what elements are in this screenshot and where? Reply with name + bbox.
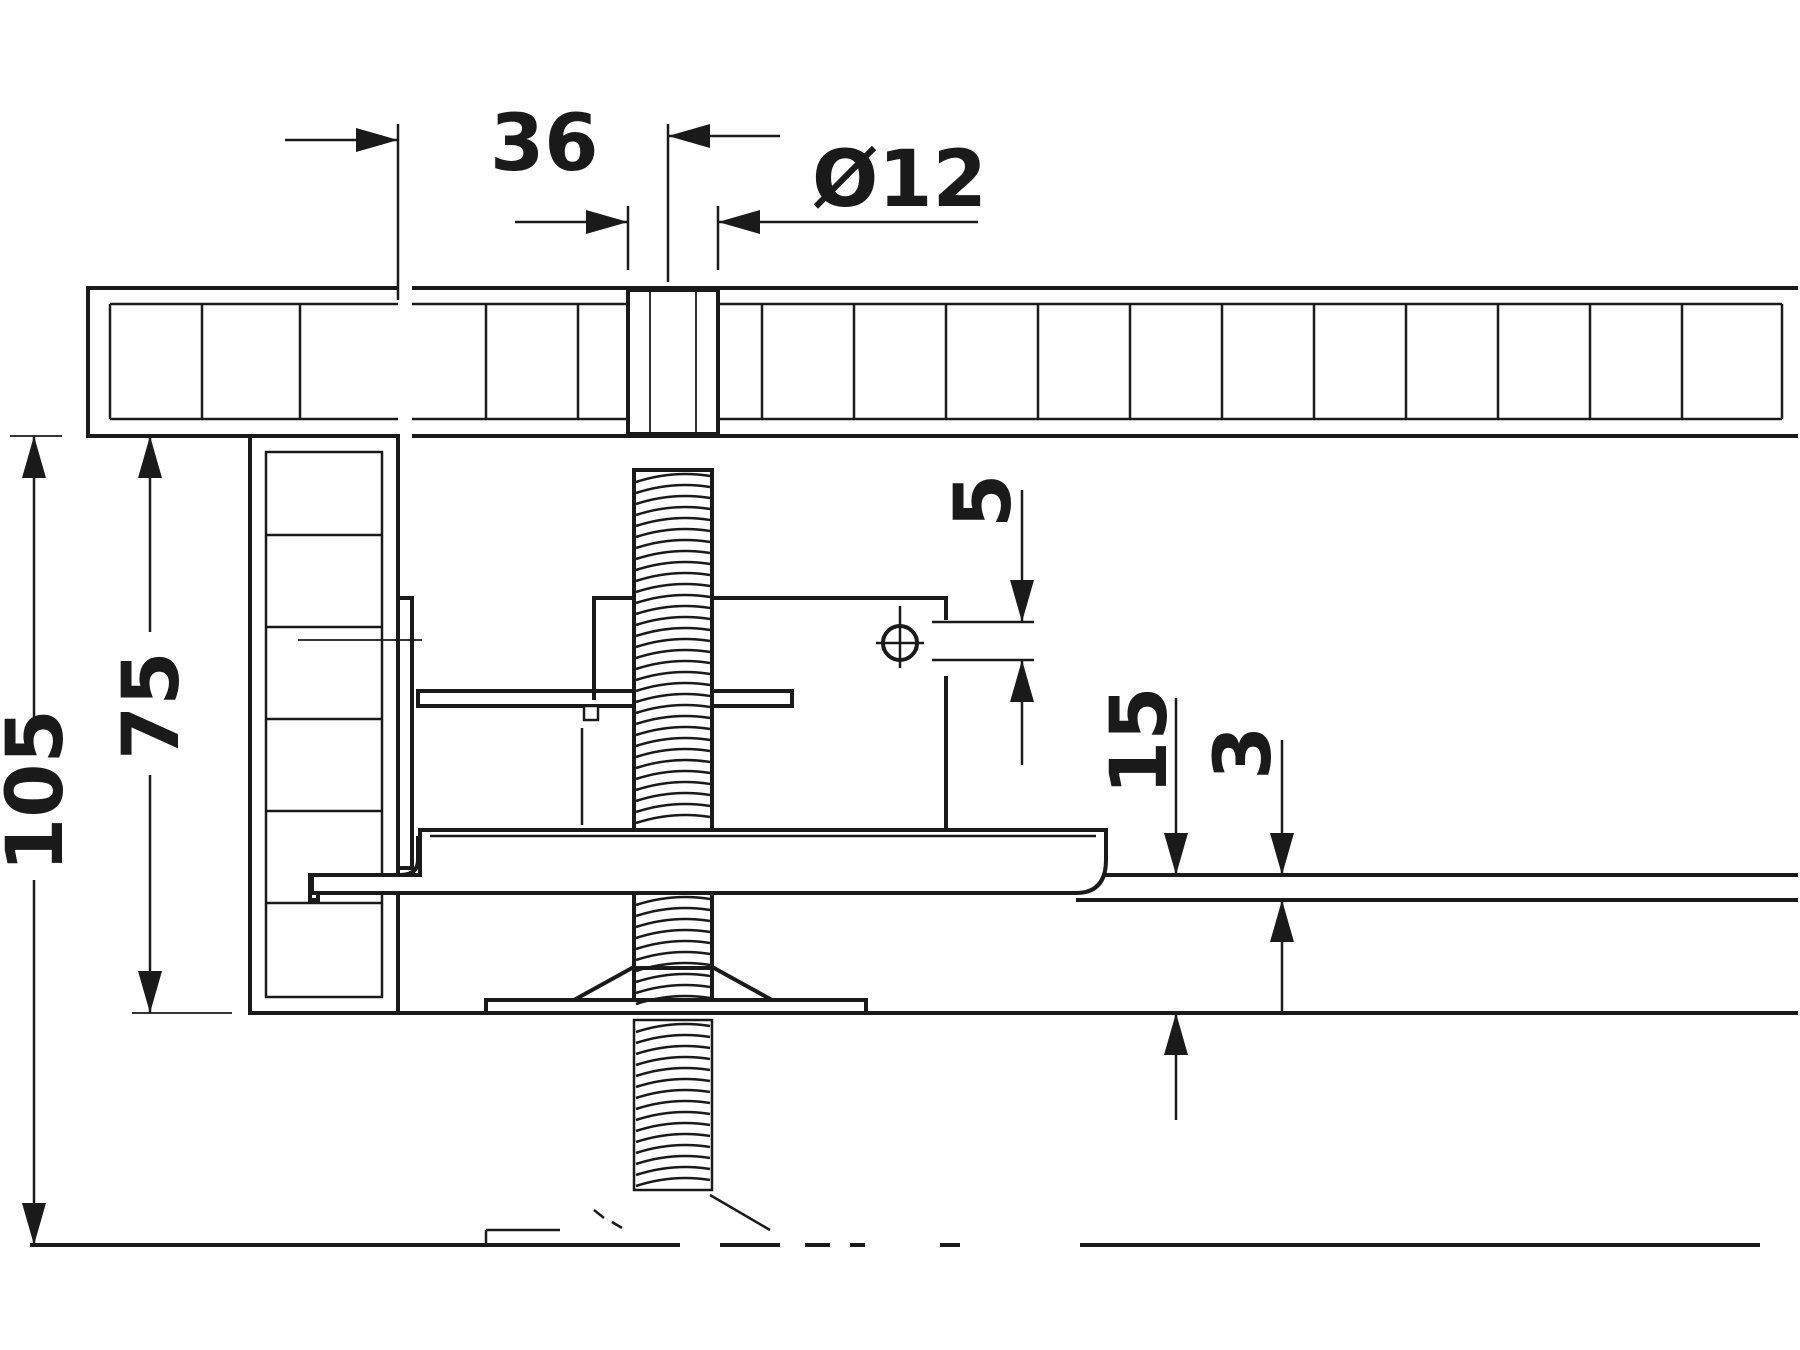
- dimension-36: [285, 124, 780, 300]
- thread-line: [635, 1099, 711, 1111]
- thread-line: [635, 1033, 711, 1045]
- dimension-label-5: 5: [939, 474, 1029, 528]
- thread-line: [635, 939, 711, 951]
- thread-line: [635, 681, 711, 693]
- thread-line: [635, 494, 711, 506]
- dimension-15: [1164, 698, 1188, 1120]
- dimension-label-75: 75: [107, 651, 197, 760]
- threaded-bolt: [484, 468, 868, 1192]
- thread-line: [635, 758, 711, 770]
- thread-line: [635, 1077, 711, 1089]
- thread-line: [635, 703, 711, 715]
- thread-line: [635, 1121, 711, 1133]
- thread-line: [635, 505, 711, 517]
- thread-line: [635, 1044, 711, 1056]
- bottom-board: [250, 873, 1798, 1015]
- thread-line: [635, 780, 711, 792]
- thread-line: [635, 928, 711, 940]
- thread-line: [635, 549, 711, 561]
- thread-line: [635, 1143, 711, 1155]
- thread-line: [635, 1132, 711, 1144]
- thread-line: [635, 670, 711, 682]
- thread-line: [635, 747, 711, 759]
- thread-line: [635, 961, 711, 973]
- thread-line: [635, 648, 711, 660]
- thread-line: [635, 994, 711, 1006]
- thread-line: [635, 1176, 711, 1188]
- thread-line: [635, 917, 711, 929]
- thread-line: [635, 791, 711, 803]
- dimension-label-15: 15: [1095, 686, 1185, 795]
- thread-line: [635, 692, 711, 704]
- thread-line: [635, 560, 711, 572]
- mounting-bracket: [308, 596, 1108, 902]
- thread-line: [635, 972, 711, 984]
- dimension-diameter: [515, 206, 978, 270]
- thread-line: [635, 527, 711, 539]
- floor-line: [30, 1193, 1760, 1247]
- thread-line: [635, 626, 711, 638]
- thread-line: [635, 714, 711, 726]
- top-panel: [86, 286, 1798, 438]
- dimension-label-105: 105: [0, 709, 81, 872]
- thread-line: [635, 895, 711, 907]
- thread-line: [635, 538, 711, 550]
- thread-line: [635, 813, 711, 825]
- thread-line: [635, 769, 711, 781]
- thread-line: [635, 1055, 711, 1067]
- thread-line: [635, 1022, 711, 1034]
- thread-line: [635, 593, 711, 605]
- thread-line: [635, 472, 711, 484]
- side-panel: [248, 434, 422, 1015]
- thread-line: [635, 637, 711, 649]
- thread-line: [635, 1165, 711, 1177]
- dimension-75: [132, 436, 232, 1014]
- thread-line: [635, 1066, 711, 1078]
- dimension-105: [10, 435, 62, 1245]
- thread-line: [635, 725, 711, 737]
- thread-line: [635, 1088, 711, 1100]
- thread-line: [635, 659, 711, 671]
- dimension-label-3: 3: [1199, 726, 1289, 780]
- dimension-5: [932, 490, 1034, 765]
- dimension-label-diameter: Ø12: [812, 135, 987, 225]
- thread-line: [635, 615, 711, 627]
- thread-line: [635, 1154, 711, 1166]
- thread-line: [635, 483, 711, 495]
- thread-line: [635, 983, 711, 995]
- thread-line: [635, 516, 711, 528]
- dimension-3: [1270, 740, 1294, 1013]
- thread-line: [635, 604, 711, 616]
- thread-line: [635, 906, 711, 918]
- thread-line: [635, 582, 711, 594]
- thread-line: [635, 571, 711, 583]
- thread-line: [635, 950, 711, 962]
- thread-line: [635, 736, 711, 748]
- thread-line: [635, 802, 711, 814]
- thread-line: [635, 1110, 711, 1122]
- dimension-label-36: 36: [490, 99, 599, 189]
